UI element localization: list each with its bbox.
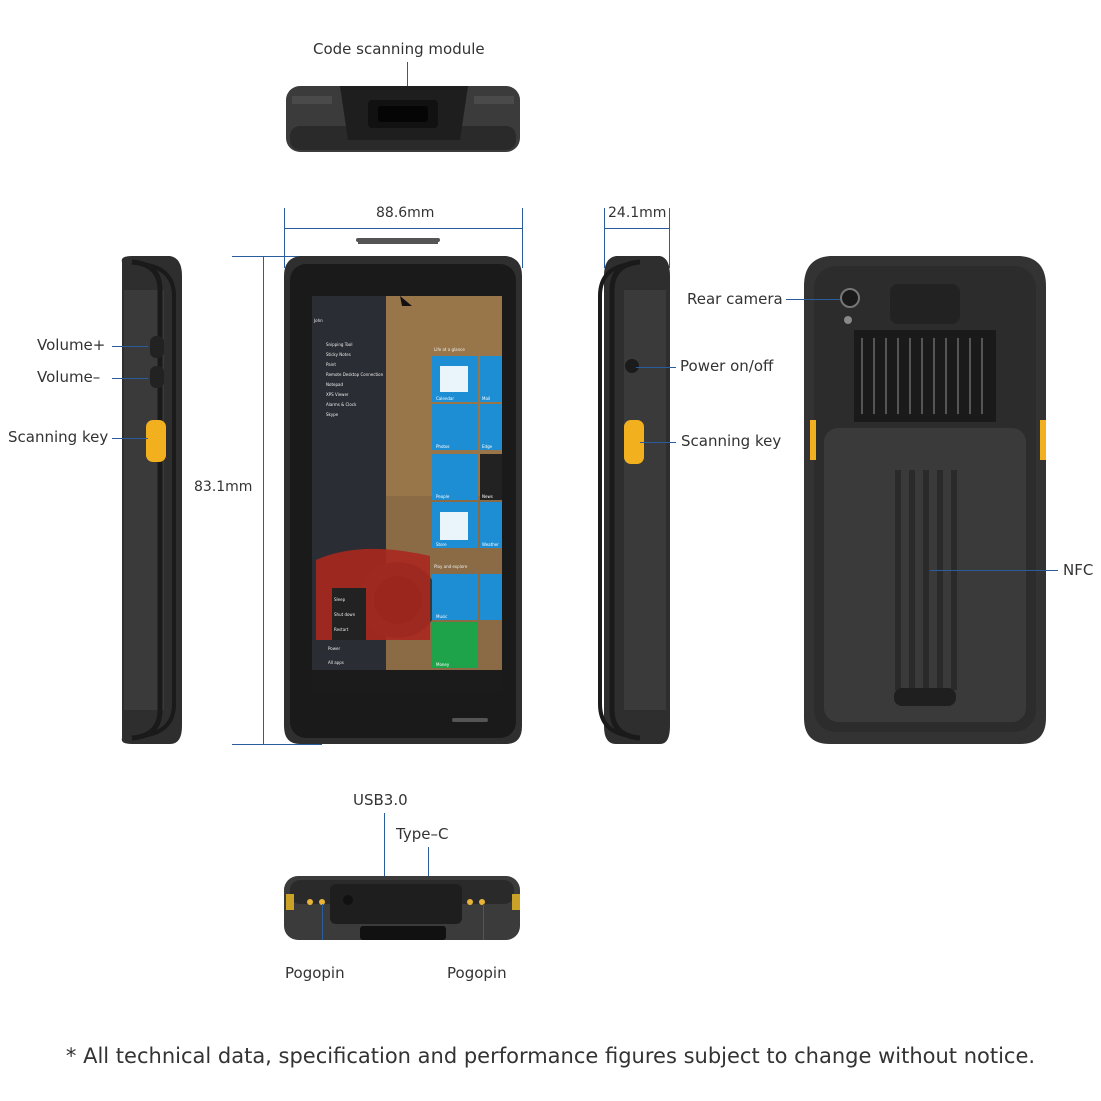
power-menu: Sleep Shut down Restart xyxy=(334,592,364,637)
tile-weather[interactable]: Weather xyxy=(482,542,499,547)
typec-label: Type–C xyxy=(396,825,449,843)
start-app-5[interactable]: Notepad xyxy=(326,382,343,387)
screen-start-menu: John Snipping Tool Sticky Notes Paint Re… xyxy=(314,316,384,420)
power-label: Power on/off xyxy=(680,357,774,375)
rear-camera-label: Rear camera xyxy=(687,290,783,308)
height-dim-bottom xyxy=(232,744,322,745)
usb-label: USB3.0 xyxy=(353,791,408,809)
pogo-left-label: Pogopin xyxy=(285,964,345,982)
start-power[interactable]: Power xyxy=(328,646,341,651)
height-dim-line xyxy=(263,256,264,744)
scanning-key-left-leader xyxy=(112,438,148,439)
tile-money[interactable]: Money xyxy=(436,662,450,667)
start-user[interactable]: John xyxy=(314,318,323,323)
nfc-leader xyxy=(930,570,1058,571)
volume-down-label: Volume– xyxy=(37,368,101,386)
height-dim-label: 83.1mm xyxy=(194,479,253,495)
scanning-key-right-label: Scanning key xyxy=(681,432,782,450)
power-shutdown[interactable]: Shut down xyxy=(334,612,356,617)
volume-down-leader xyxy=(112,378,148,379)
pogo-right-label: Pogopin xyxy=(447,964,507,982)
start-app-7[interactable]: Alarms & Clock xyxy=(326,402,357,407)
start-app-2[interactable]: Sticky Notes xyxy=(326,352,351,357)
depth-dim-left xyxy=(604,208,605,268)
height-dim-top xyxy=(232,256,322,257)
tile-calendar[interactable]: Calendar xyxy=(436,396,454,401)
width-dim-line xyxy=(284,228,522,229)
tile-store[interactable]: Store xyxy=(436,542,447,547)
depth-dim-label: 24.1mm xyxy=(608,205,667,221)
power-restart[interactable]: Restart xyxy=(334,627,349,632)
width-dim-left xyxy=(284,208,285,268)
typec-leader xyxy=(428,847,429,887)
scanning-key-left-label: Scanning key xyxy=(8,428,109,446)
start-app-1[interactable]: Snipping Tool xyxy=(326,342,353,347)
start-all-apps[interactable]: All apps xyxy=(328,660,344,665)
nfc-label: NFC xyxy=(1063,561,1094,579)
tile-news[interactable]: News xyxy=(482,494,493,499)
footnote: * All technical data, specification and … xyxy=(65,1044,1036,1068)
power-leader xyxy=(636,367,676,368)
power-sleep[interactable]: Sleep xyxy=(334,597,346,602)
depth-dim-line xyxy=(604,228,669,229)
tile-header-play: Play and explore xyxy=(434,564,468,569)
pogo-right-leader xyxy=(483,904,484,940)
width-dim-right xyxy=(522,208,523,268)
start-app-4[interactable]: Remote Desktop Connection xyxy=(326,372,384,377)
volume-up-leader xyxy=(112,346,148,347)
scanning-key-right-leader xyxy=(640,442,676,443)
tile-edge[interactable]: Edge xyxy=(482,444,493,449)
tile-mail[interactable]: Mail xyxy=(482,396,491,401)
pogo-left-leader xyxy=(322,904,323,940)
tile-header-life: Life at a glance xyxy=(434,347,465,352)
code-scanning-leader xyxy=(407,62,408,110)
width-dim-label: 88.6mm xyxy=(376,205,435,221)
start-app-8[interactable]: Skype xyxy=(326,412,339,417)
tile-people[interactable]: People xyxy=(436,494,450,499)
start-app-6[interactable]: XPS Viewer xyxy=(326,392,349,397)
tile-music[interactable]: Music xyxy=(436,614,448,619)
start-app-3[interactable]: Paint xyxy=(326,362,336,367)
usb-leader xyxy=(384,813,385,887)
volume-up-label: Volume+ xyxy=(37,336,106,354)
tile-photos[interactable]: Photos xyxy=(436,444,450,449)
rear-camera-leader xyxy=(786,299,840,300)
code-scanning-label: Code scanning module xyxy=(313,40,485,58)
depth-dim-right xyxy=(669,208,670,268)
